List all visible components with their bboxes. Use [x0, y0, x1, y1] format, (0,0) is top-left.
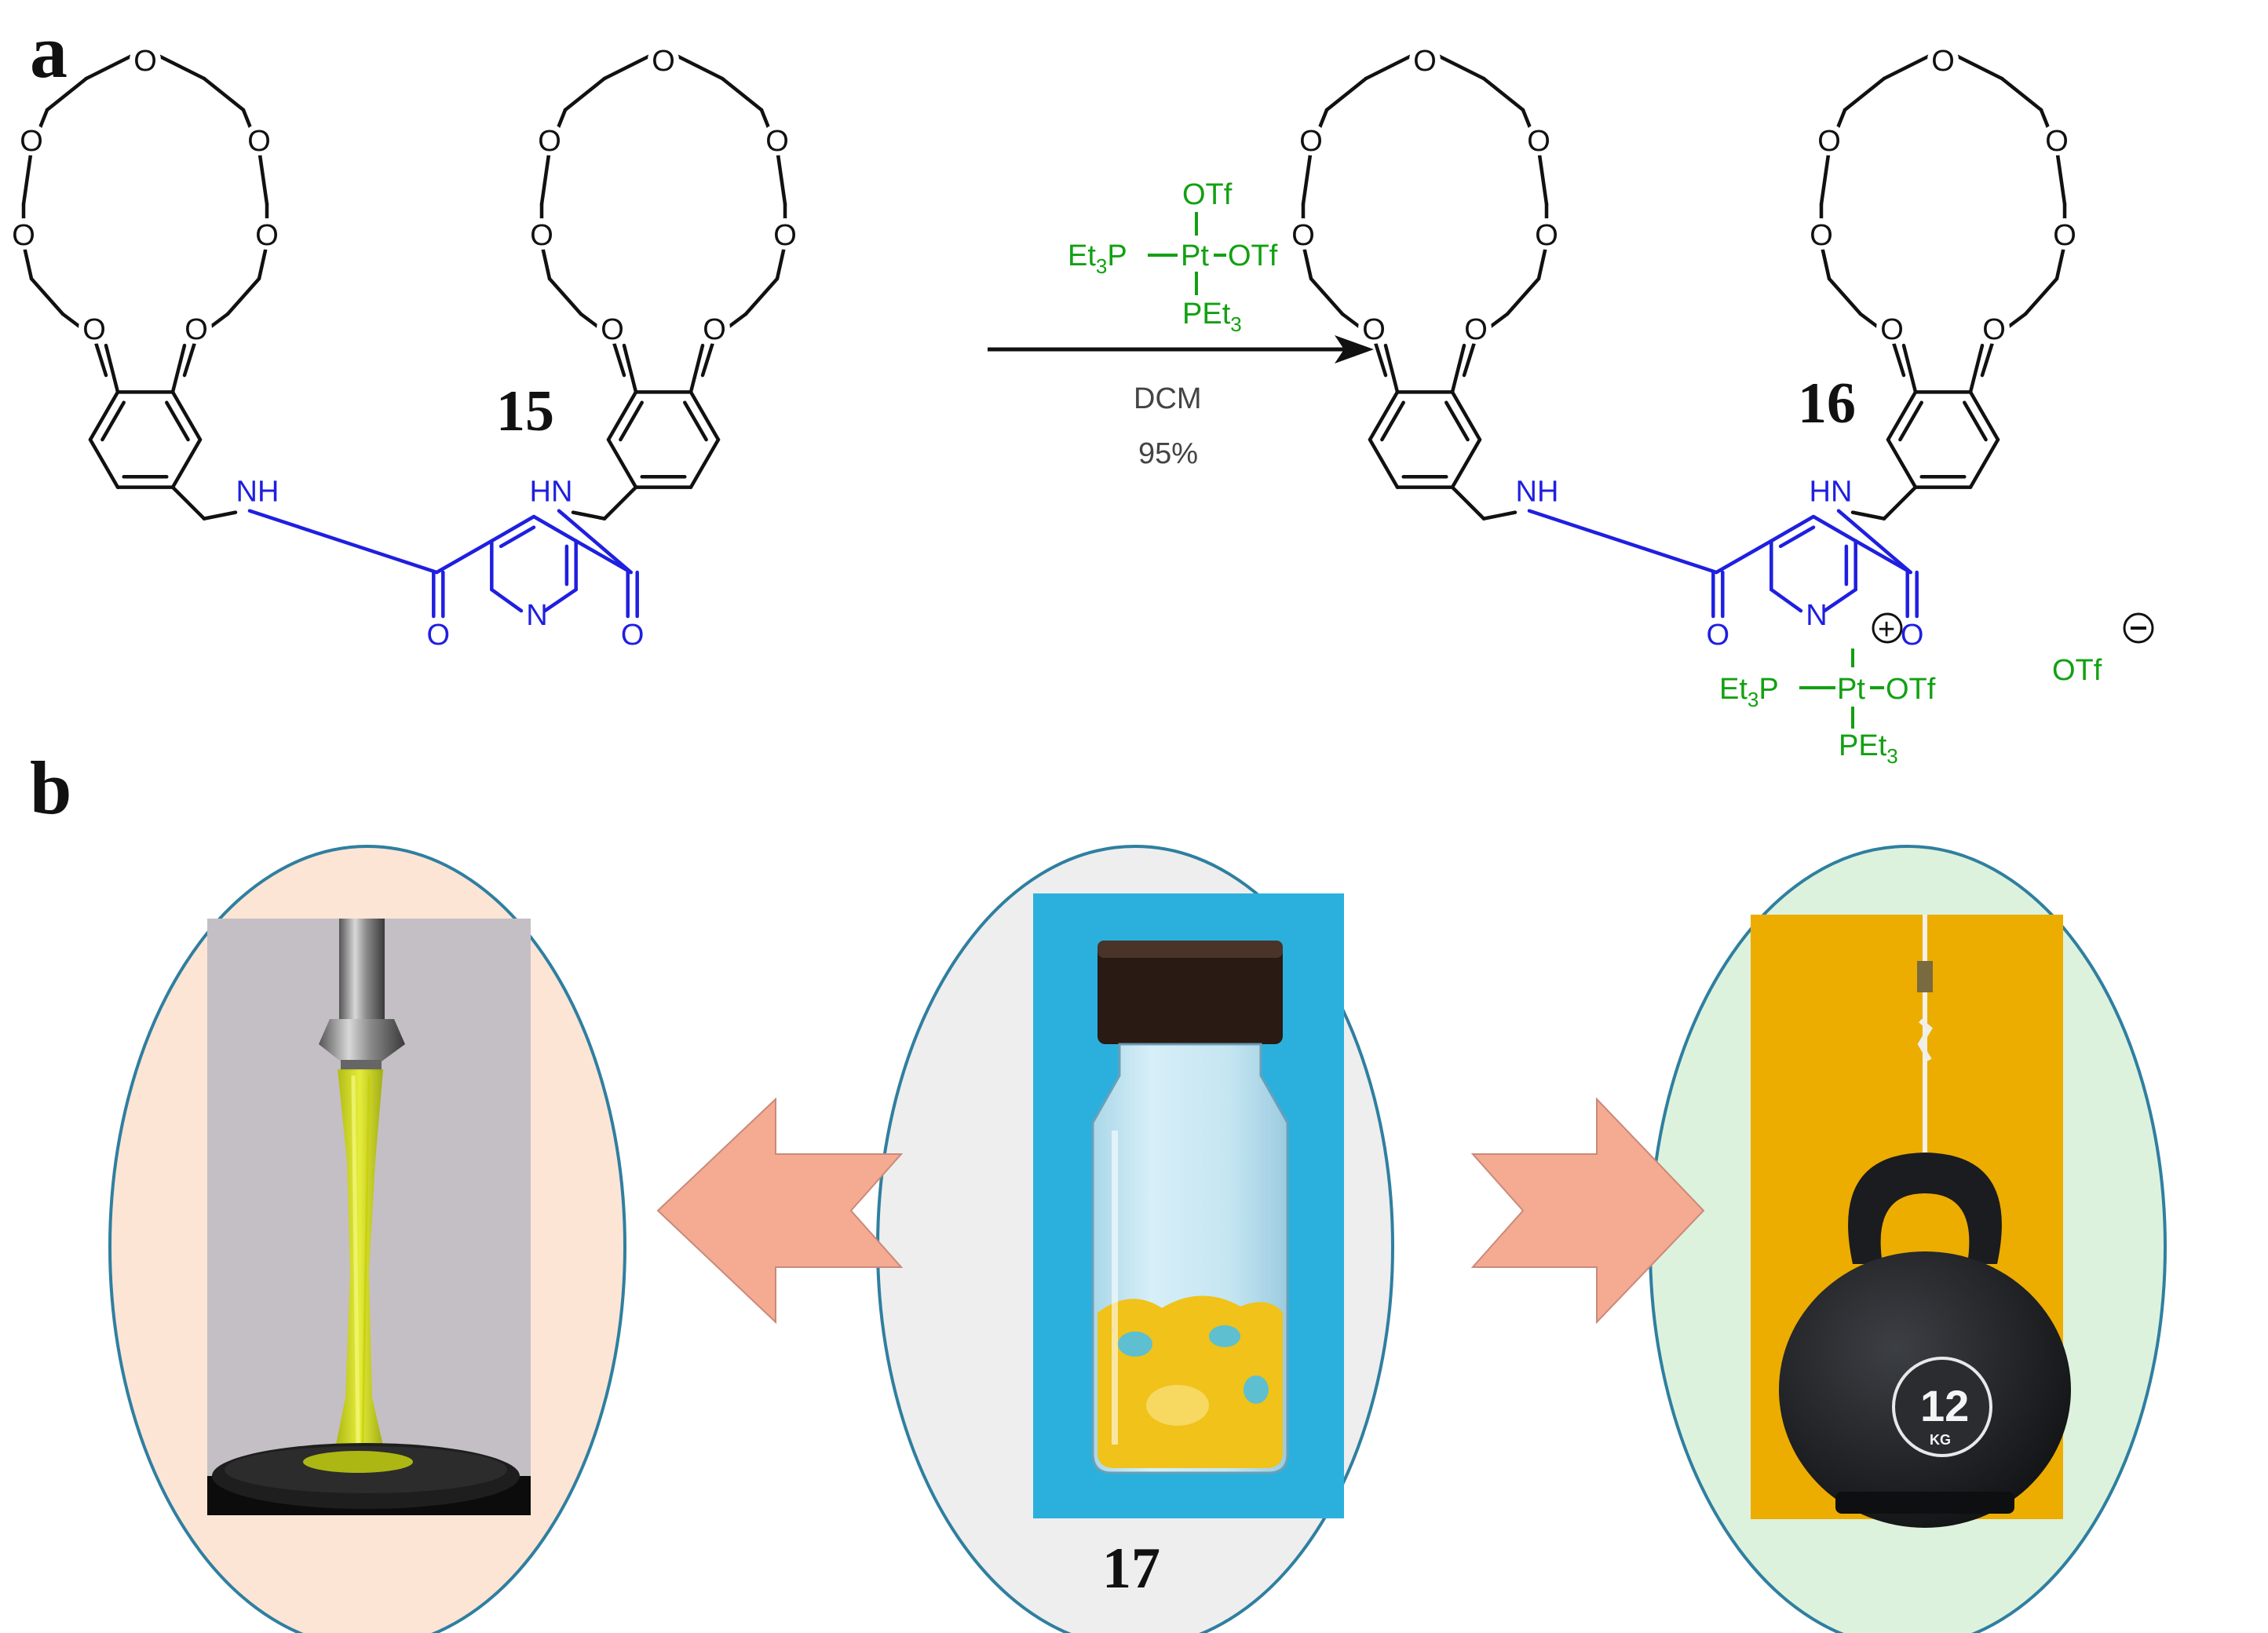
oxygen-atom: O — [601, 313, 624, 346]
panel-letter-a: a — [30, 9, 68, 93]
oxygen-atom: O — [20, 125, 43, 158]
compound-label-15: 15 — [496, 379, 554, 444]
reaction-solvent: DCM — [1134, 382, 1202, 415]
oxygen-atom: O — [1535, 219, 1558, 252]
oxygen-atom: O — [1880, 313, 1904, 346]
kettlebell-weight: 12 — [1920, 1381, 1969, 1430]
carbonyl-oxygen: O — [1901, 619, 1924, 652]
amide-nh: NH — [236, 476, 279, 509]
oxygen-atom: O — [184, 313, 208, 346]
oxygen-atom: O — [1527, 125, 1550, 158]
oxygen-atom: O — [538, 125, 561, 158]
oxygen-atom: O — [82, 313, 106, 346]
compound-15-structure: O O O O O O O O O O O O O O NH HN N O O — [8, 44, 801, 652]
kettlebell-unit: KG — [1930, 1432, 1951, 1448]
photo-vial-gel — [1033, 893, 1344, 1518]
photo-gel-flowing — [207, 919, 531, 1515]
svg-text:+: + — [1878, 613, 1895, 646]
ellipse-right: 12 KG — [1649, 845, 2167, 1633]
oxygen-atom: O — [1817, 125, 1841, 158]
oxygen-atom: O — [703, 313, 726, 346]
positive-charge: + — [1872, 612, 1903, 646]
counter-ion-otf: OTf — [2052, 654, 2102, 687]
oxygen-atom: O — [255, 219, 279, 252]
amide-nh: NH — [1516, 476, 1559, 509]
amide-nh: HN — [1810, 476, 1853, 509]
oxygen-atom: O — [12, 219, 35, 252]
amide-nh: HN — [530, 476, 573, 509]
oxygen-atom: O — [1810, 219, 1833, 252]
pt16-left-et3p: Et3P — [1719, 673, 1779, 711]
block-arrow-right — [1470, 1097, 1705, 1324]
carbonyl-oxygen: O — [427, 619, 451, 652]
pyridine-nitrogen: N — [1806, 599, 1827, 632]
oxygen-atom: O — [1362, 313, 1386, 346]
pt16-bottom-pet3: PEt3 — [1839, 729, 1898, 768]
reagent-center-pt: Pt — [1181, 239, 1209, 272]
reagent-top-otf: OTf — [1182, 178, 1233, 211]
compound-label-16: 16 — [1798, 371, 1856, 436]
oxygen-atom: O — [133, 45, 157, 78]
oxygen-atom: O — [1982, 313, 2006, 346]
compound-label-17: 17 — [1102, 1536, 1160, 1601]
oxygen-atom: O — [530, 219, 553, 252]
oxygen-atom: O — [2045, 125, 2069, 158]
reagent-pt-complex: OTf Et3P Pt OTf PEt3 — [1068, 178, 1278, 336]
ellipse-middle: 17 — [876, 845, 1394, 1633]
oxygen-atom: O — [652, 45, 675, 78]
ellipse-left — [108, 845, 626, 1633]
photo-kettlebell-12kg: 12 KG — [1751, 915, 2071, 1528]
carbonyl-oxygen: O — [1707, 619, 1730, 652]
oxygen-atom: O — [765, 125, 789, 158]
oxygen-atom: O — [1931, 45, 1955, 78]
pt16-right-otf: OTf — [1886, 673, 1936, 706]
pyridine-nitrogen: N — [526, 599, 547, 632]
pt-coordination-16: Et3P Pt OTf PEt3 — [1719, 648, 1936, 768]
oxygen-atom: O — [247, 125, 271, 158]
oxygen-atom: O — [1413, 45, 1437, 78]
oxygen-atom: O — [1291, 219, 1315, 252]
oxygen-atom: O — [1464, 313, 1488, 346]
pt16-center-pt: Pt — [1837, 673, 1865, 706]
reagent-right-otf: OTf — [1228, 239, 1278, 272]
negative-charge — [2123, 612, 2154, 644]
oxygen-atom: O — [2053, 219, 2076, 252]
reagent-left-et3p: Et3P — [1068, 239, 1127, 278]
reaction-yield: 95% — [1138, 437, 1198, 470]
oxygen-atom: O — [1299, 125, 1323, 158]
panel-letter-b: b — [30, 746, 71, 830]
carbonyl-oxygen: O — [621, 619, 645, 652]
reaction-arrow — [988, 335, 1374, 363]
block-arrow-left — [656, 1097, 904, 1324]
oxygen-atom: O — [773, 219, 797, 252]
compound-16-structure: O O O O O O O O O O O O O O NH HN N O O — [1287, 44, 2080, 652]
reagent-bottom-pet3: PEt3 — [1182, 298, 1242, 336]
